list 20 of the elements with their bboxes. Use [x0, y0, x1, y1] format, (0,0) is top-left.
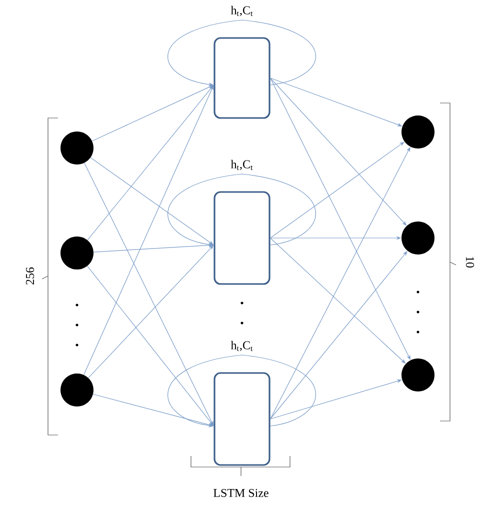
axis-label: 10: [466, 257, 474, 268]
loop-arrow: [168, 174, 316, 246]
neuron-circle: [60, 236, 94, 270]
neuron-circle: [402, 358, 434, 392]
lstm-cell-box: [214, 191, 270, 285]
neuron-circle: [60, 374, 94, 406]
neuron-circle: [60, 132, 94, 164]
loop-arrow: [168, 354, 316, 428]
edge-label: h$_{t}$,C$_{t}$: [230, 340, 253, 352]
neuron-circle: [402, 222, 434, 254]
arrow: [84, 162, 214, 426]
loop-arrow: [168, 20, 316, 86]
axis-label: LSTM Size: [214, 488, 268, 498]
edge-label: h$_{t}$,C$_{t}$: [230, 160, 253, 170]
axis-label: 256: [26, 267, 34, 284]
arrow: [270, 142, 404, 238]
lstm-cell-box: [214, 37, 270, 119]
edge-label: h$_{t}$,C$_{t}$: [230, 6, 253, 16]
lstm-cell-box: [214, 372, 270, 466]
neuron-circle: [402, 116, 434, 148]
